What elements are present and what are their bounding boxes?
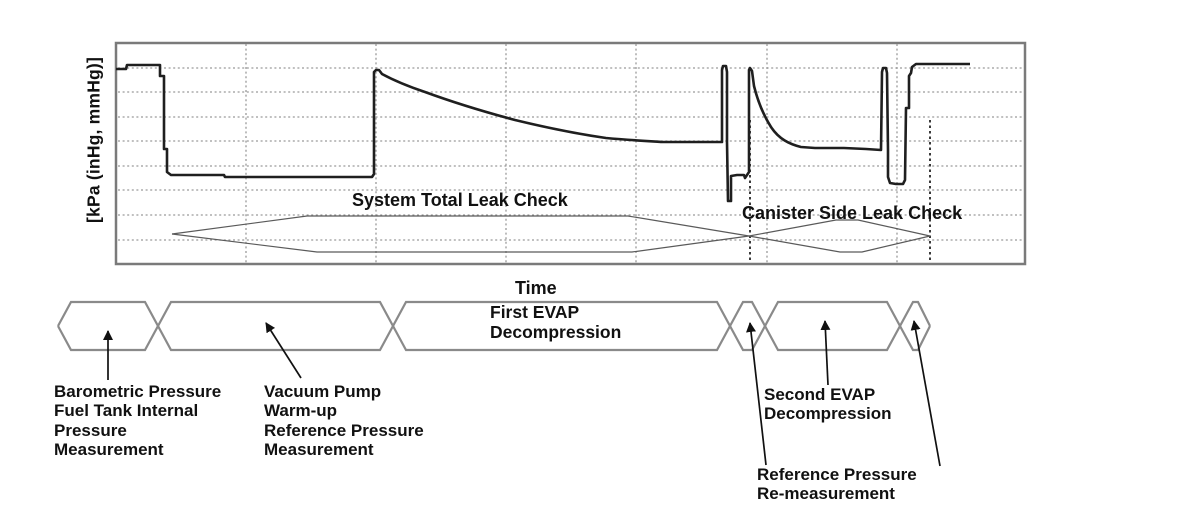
envelope-lens-a-lower (171, 233, 750, 253)
first-evap-decompression-label: First EVAP Decompression (490, 302, 621, 342)
system-total-leak-check-label: System Total Leak Check (352, 190, 568, 210)
chart-grid (118, 44, 1024, 263)
callout-line: Measurement (54, 440, 164, 460)
first-evap-line-2: Decompression (490, 322, 622, 342)
callout-line: Vacuum Pump (264, 382, 382, 401)
callout-line: Re-measurement (757, 484, 895, 504)
arrow-reference-left-icon (746, 322, 767, 466)
callout-arrows (103, 320, 941, 467)
callout-line: Second EVAP (764, 385, 876, 404)
envelope-lens-b-lower (748, 235, 931, 253)
y-axis-label: [kPa (inHg, mmHg)] (83, 57, 104, 223)
canister-side-leak-check-label: Canister Side Leak Check (742, 203, 963, 223)
arrow-vacuum-pump-icon (265, 322, 302, 379)
envelope-lens-b-upper (748, 219, 931, 237)
callout-line: Barometric Pressure (54, 382, 222, 401)
phase-band (57, 300, 931, 352)
callout-line: Fuel Tank Internal (54, 401, 199, 421)
callout-vacuum-pump: Vacuum Pump Warm-up Reference Pressure M… (264, 382, 424, 460)
callout-line: Decompression (764, 404, 892, 424)
chart-frame (114, 41, 1027, 266)
arrow-reference-right-icon (910, 320, 941, 467)
callout-reference-pressure-remeasurement: Reference Pressure Re-measurement (757, 465, 917, 504)
callout-second-evap-decompression: Second EVAP Decompression (764, 385, 892, 424)
phase-band-line-2 (57, 300, 931, 352)
callout-line: Reference Pressure (264, 420, 424, 440)
envelope-lens-a-upper (171, 215, 750, 237)
pressure-trace (116, 62, 970, 203)
callout-line: Measurement (264, 440, 374, 460)
callout-line: Pressure (54, 420, 127, 440)
callout-line: Reference Pressure (757, 465, 917, 484)
first-evap-line-1: First EVAP (490, 302, 580, 322)
callout-barometric-pressure: Barometric Pressure Fuel Tank Internal P… (54, 382, 221, 460)
callout-line: Warm-up (264, 401, 338, 421)
x-axis-label: Time (515, 278, 557, 298)
arrow-second-evap-icon (820, 320, 831, 386)
